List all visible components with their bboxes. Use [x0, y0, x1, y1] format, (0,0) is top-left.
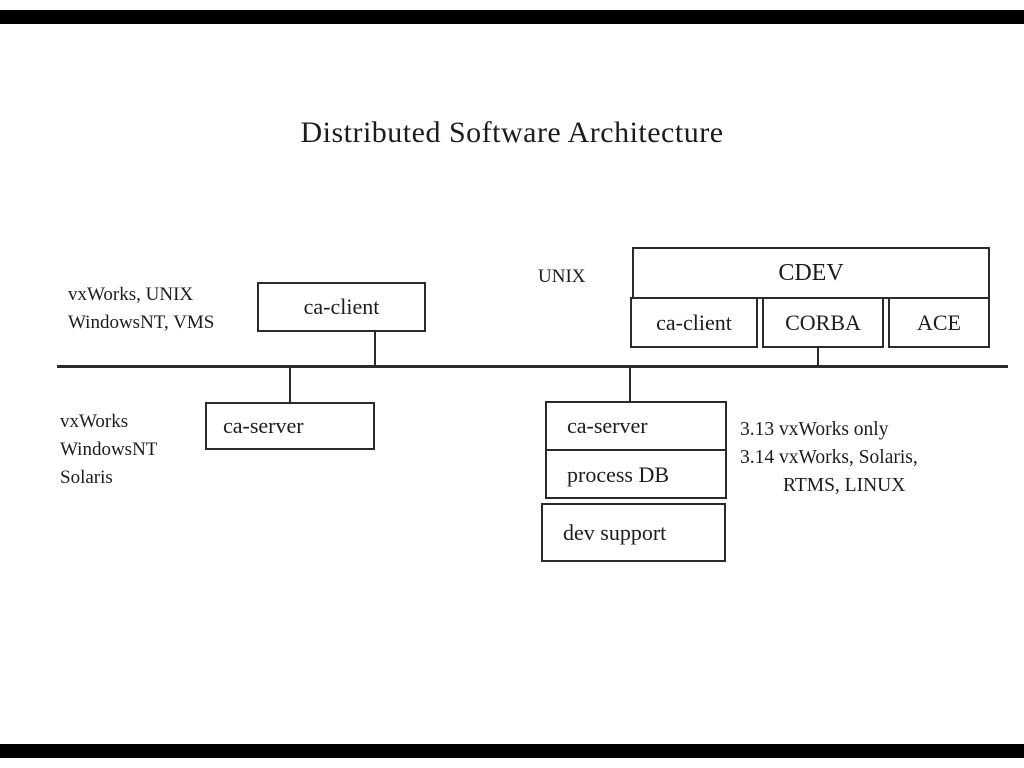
ca-server-box-label: ca-server — [223, 413, 304, 438]
platforms-bottom-left-label: vxWorks WindowsNT Solaris — [60, 408, 157, 492]
cdev-cell-corba-label: CORBA — [785, 309, 861, 335]
ca-client-box-label: ca-client — [303, 294, 380, 319]
cdev-cell-corba: CORBA — [762, 297, 884, 348]
unix-label: UNIX — [538, 266, 586, 287]
stack-row-process-db-label: process DB — [567, 462, 670, 487]
dev-support-box: dev support — [541, 503, 726, 562]
version-notes-line1: 3.13 vxWorks only — [740, 419, 889, 440]
connector-bus-ca-server — [289, 366, 291, 402]
connector-bus-stack — [629, 366, 631, 401]
cdev-header-label: CDEV — [778, 259, 844, 286]
slide-title: Distributed Software Architecture — [300, 116, 724, 149]
platforms-bottom-left-line2: WindowsNT — [60, 439, 158, 460]
bus-line — [57, 365, 1008, 368]
top-border-bar — [0, 10, 1024, 24]
ca-client-box: ca-client — [257, 282, 426, 332]
connector-cdev-bus — [817, 348, 819, 366]
cdev-cell-ace: ACE — [888, 297, 990, 348]
platforms-bottom-left-line3: Solaris — [60, 467, 113, 488]
version-notes: 3.13 vxWorks only 3.14 vxWorks, Solaris,… — [740, 416, 918, 500]
version-notes-line2: 3.14 vxWorks, Solaris, — [740, 447, 918, 468]
version-notes-line3: RTMS, LINUX — [783, 475, 906, 496]
stack-row-process-db: process DB — [547, 451, 725, 499]
server-stack: ca-server process DB — [545, 401, 727, 499]
platforms-top-left-label: vxWorks, UNIX WindowsNT, VMS — [68, 281, 214, 337]
platforms-top-left-line2: WindowsNT, VMS — [68, 312, 215, 333]
cdev-cell-ca-client-label: ca-client — [656, 309, 732, 335]
dev-support-box-label: dev support — [563, 519, 667, 545]
connector-ca-client-bus — [374, 331, 376, 366]
cdev-header: CDEV — [632, 247, 990, 299]
platforms-top-left-line1: vxWorks, UNIX — [68, 284, 194, 305]
ca-server-box: ca-server — [205, 402, 375, 450]
stack-row-ca-server: ca-server — [547, 403, 725, 451]
bottom-border-bar — [0, 744, 1024, 758]
cdev-cell-ace-label: ACE — [917, 309, 961, 335]
cdev-cell-ca-client: ca-client — [630, 297, 758, 348]
platforms-bottom-left-line1: vxWorks — [60, 411, 129, 432]
stack-row-ca-server-label: ca-server — [567, 413, 648, 438]
